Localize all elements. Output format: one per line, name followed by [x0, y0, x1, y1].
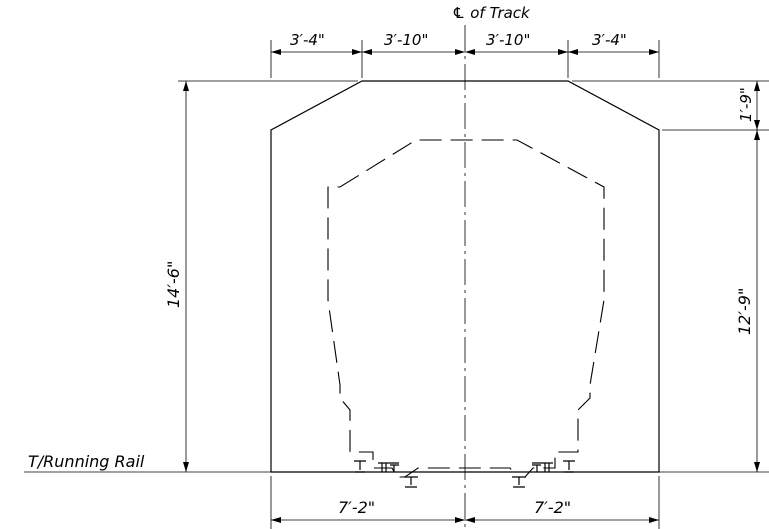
arrow [465, 49, 475, 55]
arrow [649, 49, 659, 55]
right-rail-assembly [512, 460, 575, 488]
arrow [754, 81, 760, 91]
arrow [465, 517, 475, 523]
arrow [271, 49, 281, 55]
dim-top-right-inner: 3′-10" [486, 31, 530, 49]
dim-top-right-outer: 3′-4" [592, 31, 627, 49]
rail-profile-icon [354, 460, 366, 473]
running-rail-label: T/Running Rail [28, 452, 145, 471]
dim-top-left-inner: 3′-10" [384, 31, 428, 49]
arrow [183, 462, 189, 472]
dynamic-envelope [327, 139, 605, 478]
rail-profile-icon [512, 476, 526, 488]
arrow [754, 120, 760, 130]
dim-bottom-right: 7′-2" [534, 498, 571, 517]
arrow [362, 49, 372, 55]
guard-rail-icon [378, 462, 399, 472]
dim-bottom-left: 7′-2" [338, 498, 375, 517]
dim-top-left-outer: 3′-4" [290, 31, 325, 49]
rail-profile-icon [563, 460, 575, 473]
dim-total-height: 14′-6" [164, 261, 183, 308]
arrow [455, 49, 465, 55]
arrow [568, 49, 578, 55]
rail-profile-icon [404, 476, 418, 488]
dim-right-lower: 12′-9" [735, 288, 754, 335]
left-rail-assembly [354, 460, 418, 488]
guard-rail-icon [532, 462, 553, 472]
centerline-label: ℄ of Track [452, 4, 531, 22]
dim-right-upper: 1′-9" [737, 87, 755, 122]
arrow [558, 49, 568, 55]
arrow [271, 517, 281, 523]
arrow [352, 49, 362, 55]
arrow [183, 81, 189, 91]
arrow [455, 517, 465, 523]
arrow [754, 462, 760, 472]
arrow [649, 517, 659, 523]
arrow [754, 130, 760, 140]
